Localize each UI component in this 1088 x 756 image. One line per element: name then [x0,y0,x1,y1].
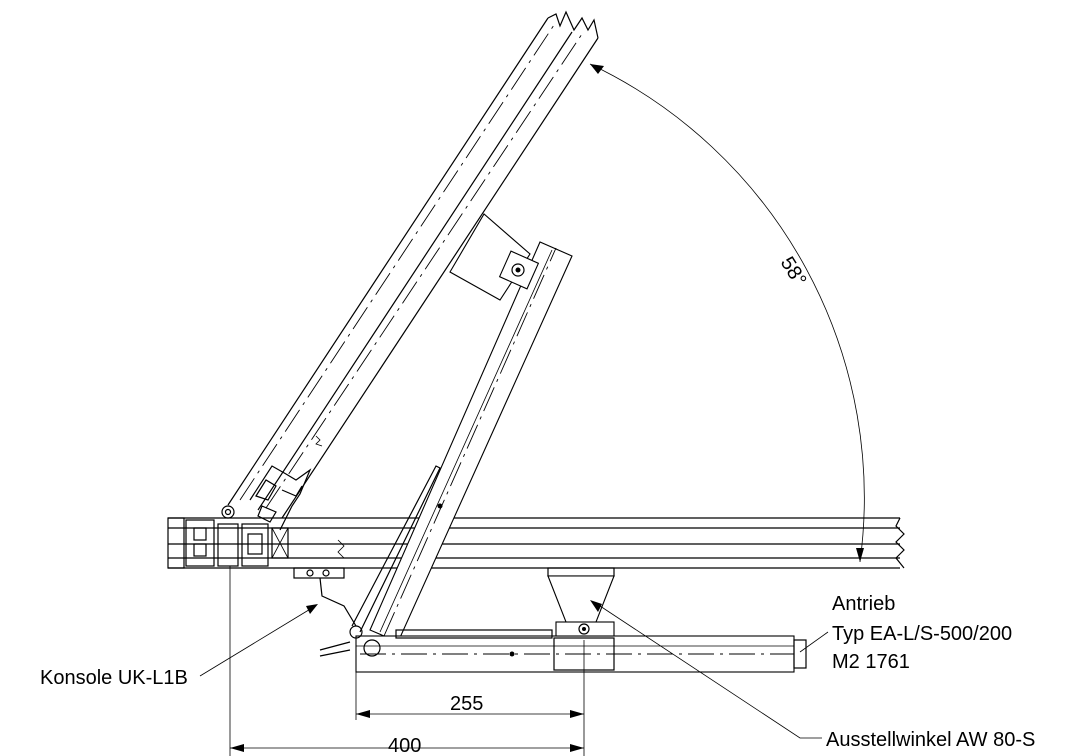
ausstellwinkel [547,567,615,637]
angle-dimension: 58° [589,63,865,563]
antrieb-label-line2: Typ EA-L/S-500/200 [832,623,1012,645]
ausstellwinkel-label: Ausstellwinkel AW 80-S [826,729,1035,751]
dimension-255: 255 [355,640,585,756]
window-sash [227,10,599,531]
dim-400-label: 400 [388,735,421,756]
antrieb-label-line1: Antrieb [832,593,895,615]
antrieb-label-line3: M2 1761 [832,651,910,673]
label-konsole: Konsole UK-L1B [40,604,318,689]
label-antrieb: Antrieb Typ EA-L/S-500/200 M2 1761 [799,593,1012,673]
konsole-label: Konsole UK-L1B [40,667,188,689]
drive-arm [351,213,573,643]
angle-label: 58° [776,253,811,290]
fixed-frame [167,505,905,569]
motor-body [319,625,807,673]
label-ausstellwinkel: Ausstellwinkel AW 80-S [590,600,1035,751]
dimension-400: 400 [229,566,584,756]
dim-255-label: 255 [450,693,483,715]
konsole-bracket [293,567,357,627]
